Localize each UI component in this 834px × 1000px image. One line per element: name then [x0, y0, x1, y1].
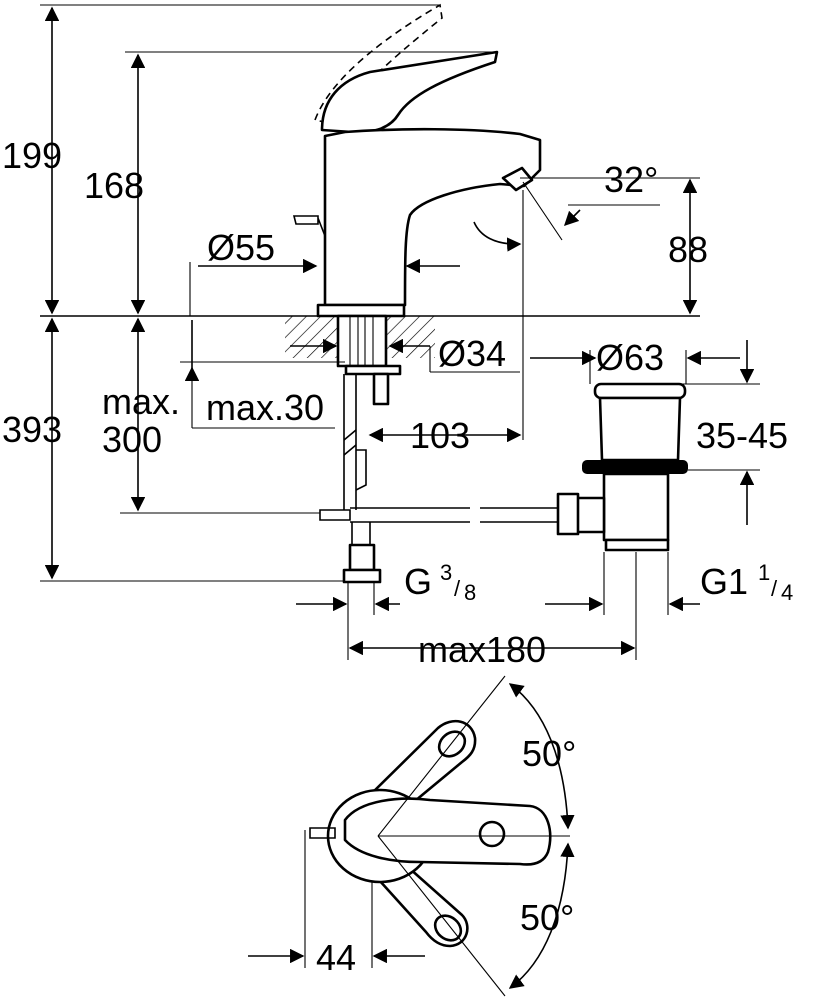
dim-waste-thread-slash: / [771, 576, 778, 601]
top-view [248, 675, 575, 997]
dim-max30: max.30 [206, 387, 324, 428]
dim-total-height: 199 [2, 135, 62, 176]
side-view [40, 3, 700, 584]
dim-max300-line1: max. [102, 381, 180, 422]
dim-shank-diameter: Ø34 [438, 333, 506, 374]
base-plate [316, 303, 406, 318]
hose-bracket [355, 449, 367, 491]
dim-waste-thread-num: 1 [758, 560, 770, 585]
shank [336, 314, 388, 368]
dim-waste-thread-prefix: G1 [700, 561, 748, 602]
dim-lever-angle-top: 50° [522, 733, 576, 774]
waste-body-upper [598, 396, 682, 462]
dim-inlet-thread-num: 3 [440, 560, 452, 585]
waste-knob [556, 492, 580, 536]
lower-hose [351, 522, 371, 546]
dim-below-deck: 393 [2, 409, 62, 450]
dim-waste-range: 35-45 [696, 415, 788, 456]
rod-stub [372, 372, 390, 406]
clip [319, 509, 351, 521]
dim-handle-offset: 44 [316, 937, 356, 978]
waste-thread [604, 538, 670, 552]
inlet-nut [342, 568, 382, 584]
labels: 199 168 Ø55 32° 88 Ø34 max. 300 max.30 3… [2, 135, 793, 978]
inlet-fitting [348, 543, 376, 572]
flex-hose [343, 374, 357, 510]
waste-cap [593, 382, 687, 400]
waste-gasket [582, 460, 688, 474]
dimension-lines [40, 4, 760, 660]
lever [320, 50, 499, 134]
dim-inlet-thread-slash: / [454, 576, 461, 601]
dim-base-diameter: Ø55 [207, 227, 275, 268]
dim-spout-height: 88 [668, 229, 708, 270]
lever-top [343, 797, 552, 866]
hose-break [343, 429, 357, 456]
nut [344, 364, 402, 376]
dim-body-height: 168 [84, 165, 144, 206]
lever-hole [478, 820, 506, 848]
dim-spout-angle: 32° [604, 159, 658, 200]
dim-max180: max180 [418, 629, 546, 670]
dim-waste-thread-den: 4 [781, 580, 793, 605]
dim-spout-reach: 103 [410, 415, 470, 456]
popup-rod [292, 215, 326, 237]
popup-rod-top [309, 827, 336, 839]
pull-rod [350, 507, 565, 523]
faucet-body [323, 127, 542, 307]
waste-body-lower [602, 472, 670, 542]
dim-lever-angle-bottom: 50° [520, 897, 574, 938]
dim-max300-line2: 300 [102, 419, 162, 460]
dim-inlet-thread-prefix: G [404, 561, 432, 602]
dim-waste-diameter: Ø63 [596, 337, 664, 378]
dim-inlet-thread-den: 8 [464, 580, 476, 605]
